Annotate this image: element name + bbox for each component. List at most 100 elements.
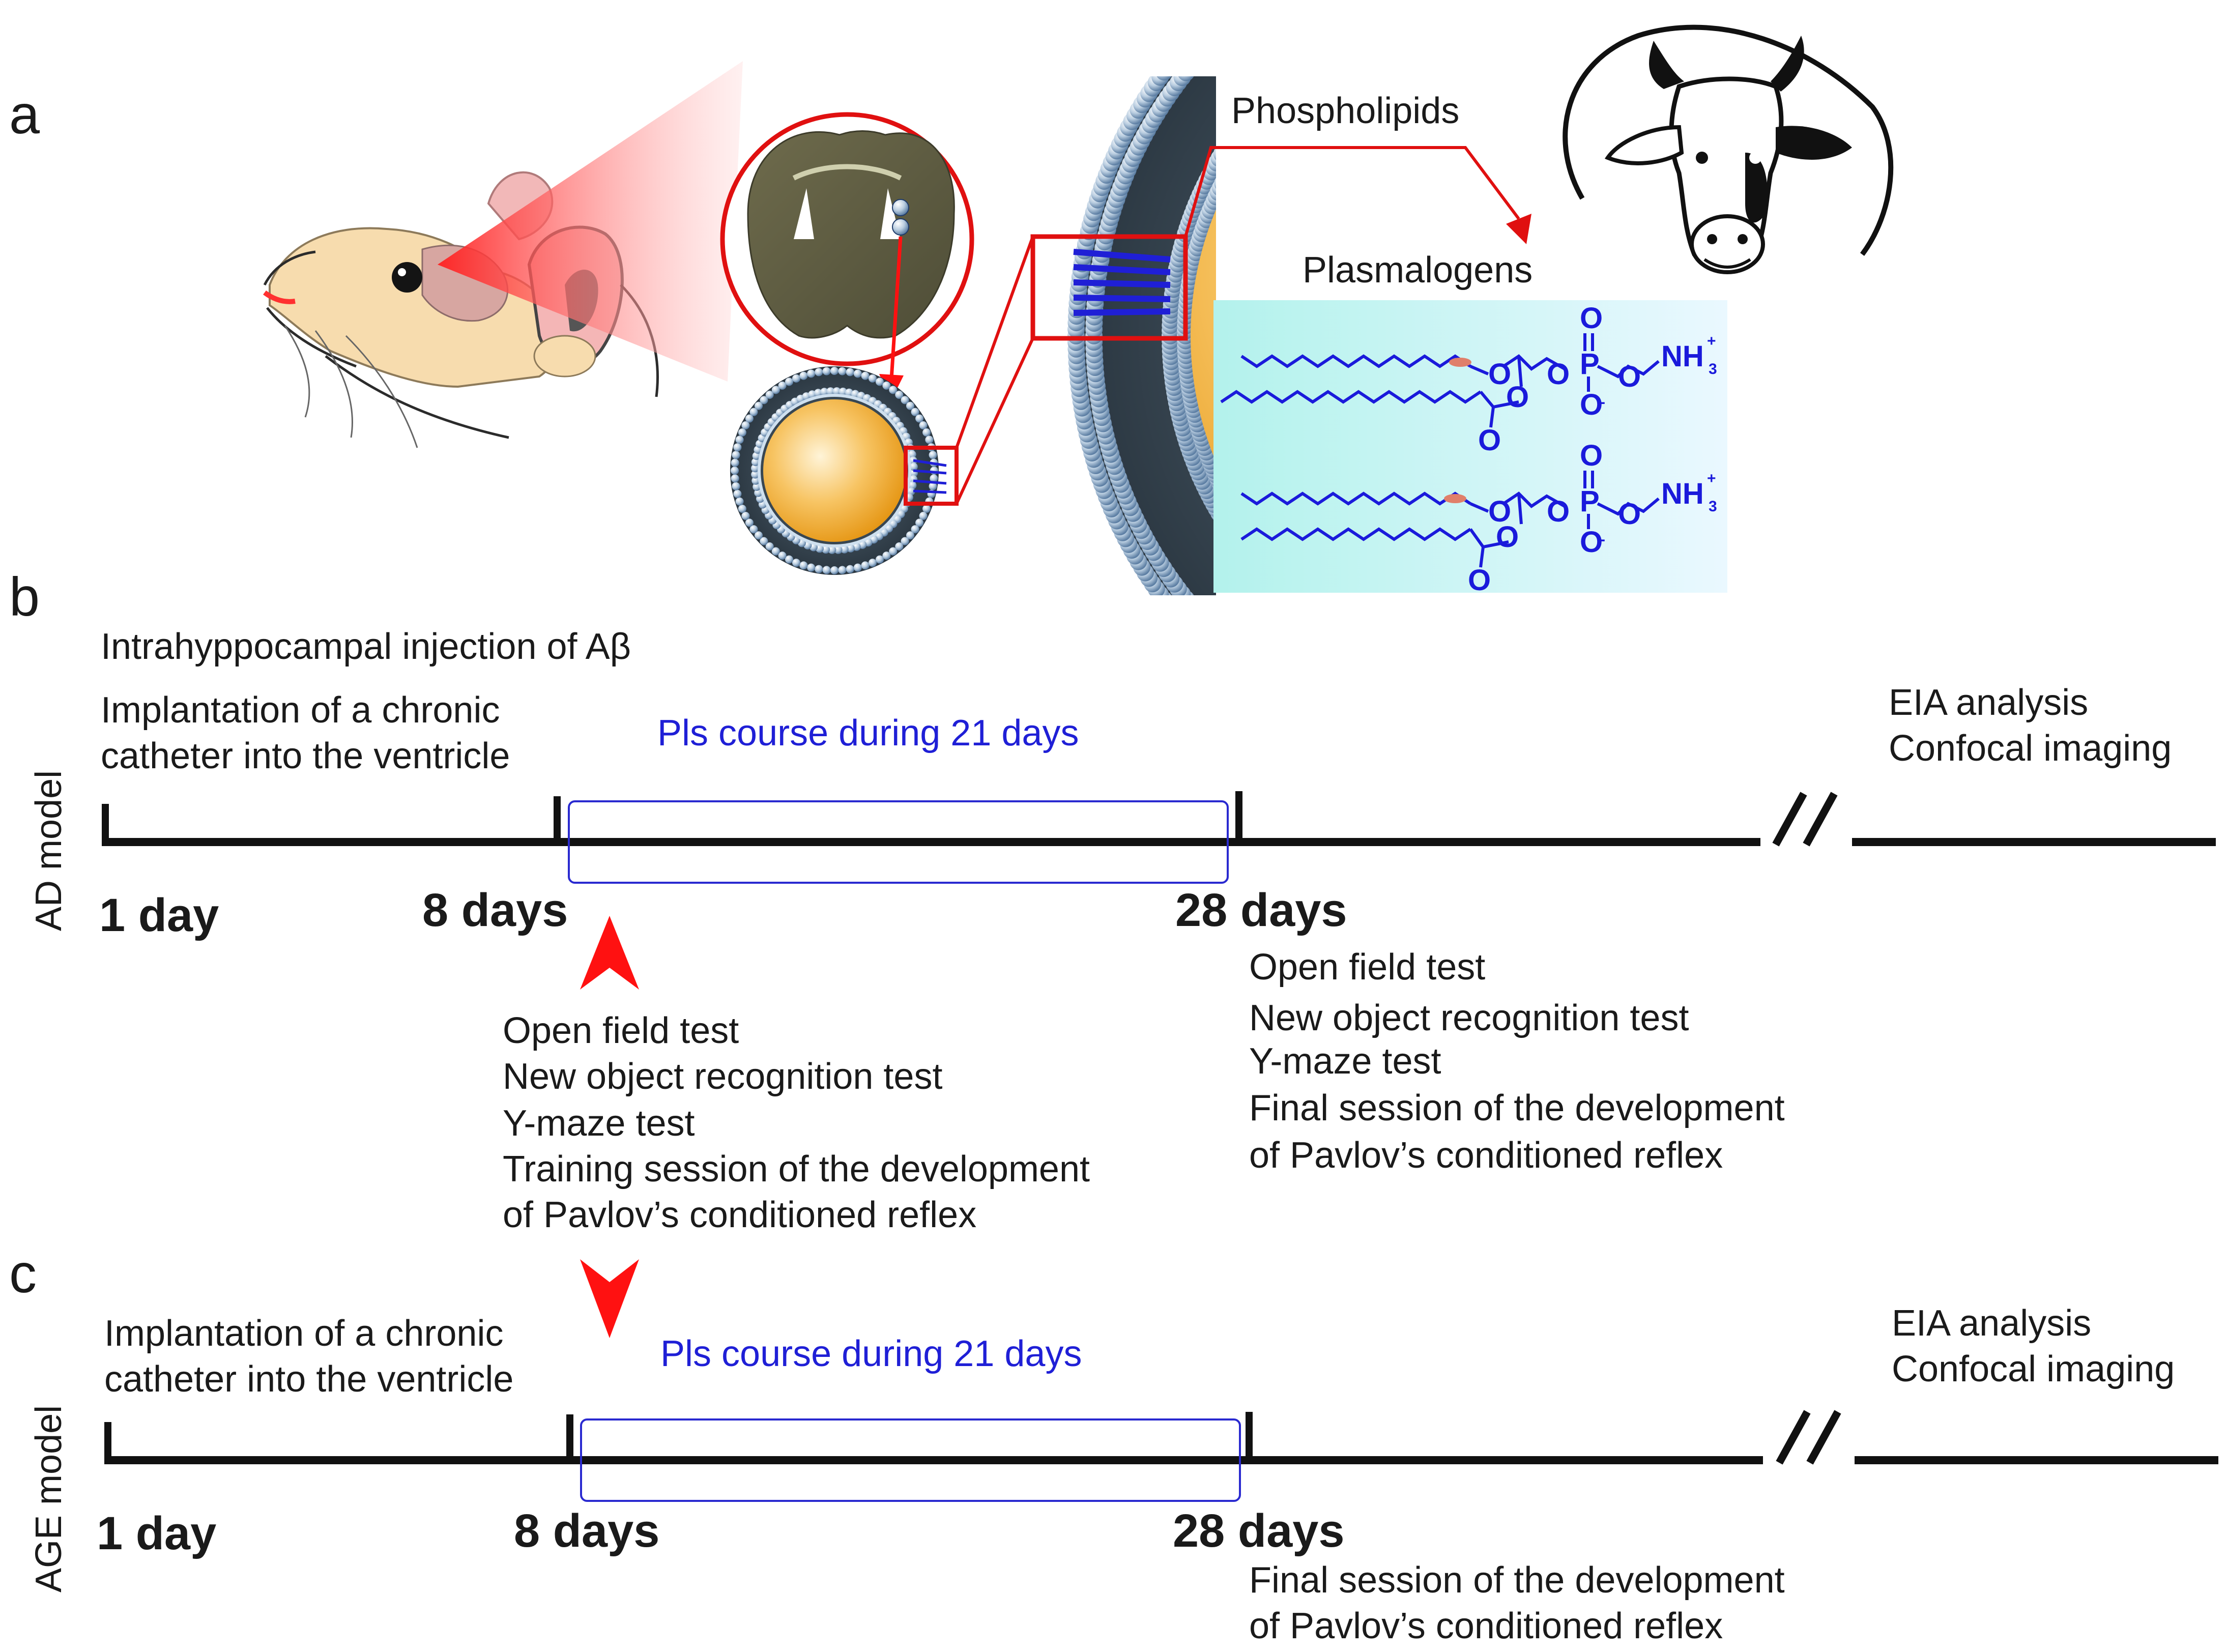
lipid-head-bead <box>1832 206 1849 223</box>
lipid-head-bead <box>1330 30 1347 47</box>
lipid-head-bead <box>1483 657 1500 674</box>
lipid-head-bead <box>1824 468 1841 485</box>
lipid-head-bead <box>1406 658 1423 675</box>
lipid-head-bead <box>1534 672 1551 689</box>
lipid-head-bead <box>1802 654 1819 672</box>
lipid-head-bead <box>1810 496 1827 513</box>
lipid-head-bead <box>1719 693 1736 710</box>
lipid-head-bead <box>1732 570 1750 587</box>
lipid-head-bead <box>1919 233 1936 250</box>
lipid-head-bead <box>1817 211 1835 228</box>
lipid-head-bead <box>1724 690 1742 707</box>
lipid-head-bead <box>1853 343 1870 360</box>
lipid-head-bead <box>731 467 739 475</box>
ad-day8-test-4: Training session of the development <box>503 1149 1090 1190</box>
lipid-head-bead <box>1775 521 1792 539</box>
arrow-phospholipids-to-plasmalogens <box>1184 146 1520 237</box>
lipid-head-bead <box>1803 475 1820 492</box>
lipid-head-bead <box>771 547 780 556</box>
lipid-head-bead <box>1886 553 1903 570</box>
lipid-head-bead <box>1156 76 1172 81</box>
lipid-head-bead <box>1571 745 1588 762</box>
lipid-head-bead <box>1838 322 1856 339</box>
lipid-head-bead <box>1282 705 1299 722</box>
cow-horn-right <box>1771 36 1804 92</box>
lipid-head-bead <box>1849 575 1866 593</box>
lipid-head-bead <box>1775 547 1792 564</box>
lipid-head-bead <box>1532 657 1549 674</box>
cow-eye-right <box>1749 152 1761 164</box>
lipid-head-bead <box>1948 334 1965 351</box>
lipid-head-bead <box>1160 58 1177 75</box>
lipid-head-bead <box>911 525 919 534</box>
amine-sup-2: + <box>1707 470 1716 487</box>
lipid-head-bead <box>1771 0 1788 14</box>
lipid-head-bead <box>1928 283 1945 300</box>
sn1-chain-2 <box>1240 491 1471 506</box>
lipid-head-bead <box>1190 49 1207 67</box>
cow-ear-right <box>1776 126 1852 160</box>
lipid-head-bead <box>906 401 914 410</box>
lipid-head-bead <box>1810 193 1827 210</box>
lipid-head-bead <box>1838 307 1855 325</box>
lipid-head-bead <box>1728 708 1745 726</box>
lipid-head-bead <box>1850 373 1868 391</box>
lipid-head-bead <box>820 388 829 396</box>
lipid-head-bead <box>1444 745 1462 762</box>
lipid-head-bead <box>1826 23 1843 40</box>
lipid-head-bead <box>1830 201 1847 218</box>
lipid-head-bead <box>1771 657 1788 675</box>
lipid-head-bead <box>1228 667 1246 684</box>
lipid-head-bead <box>1421 662 1438 679</box>
lipid-head-bead <box>1357 639 1375 656</box>
lipid-head-bead <box>1392 17 1409 35</box>
lipid-head-bead <box>1367 643 1384 660</box>
lipid-head-bead <box>1824 187 1841 204</box>
lipid-head-bead <box>1396 639 1413 656</box>
lipid-head-bead <box>919 421 928 429</box>
lipid-head-bead <box>1790 13 1807 31</box>
lipid-head-bead <box>1704 721 1722 738</box>
lipid-head-bead <box>1637 631 1655 649</box>
lipid-head-bead <box>1828 196 1845 213</box>
ad-intro-implant-2: catheter into the ventricle <box>101 736 510 776</box>
phosphate-bonds-2 <box>1583 471 1660 529</box>
lipid-head-bead <box>1853 306 1870 324</box>
lipid-head-bead <box>1698 57 1715 74</box>
atom-o-2b: O <box>1496 520 1519 554</box>
lipid-head-bead <box>1520 749 1538 767</box>
lipid-head-bead <box>1416 758 1433 775</box>
lipid-head-bead <box>1335 627 1352 644</box>
lipid-head-bead <box>1928 197 1946 215</box>
lipid-head-bead <box>1947 347 1964 364</box>
lipid-head-bead <box>1513 658 1530 675</box>
lipid-head-bead <box>1367 11 1384 28</box>
lipid-head-bead <box>1946 288 1963 305</box>
lipid-head-bead <box>1410 11 1428 28</box>
lipid-head-bead <box>1698 723 1716 741</box>
lipid-head-bead <box>1199 14 1216 31</box>
lipid-head-bead <box>1838 337 1856 355</box>
lipid-head-bead <box>1733 705 1751 722</box>
lipid-head-bead <box>1542 0 1559 16</box>
cow-circle-arc <box>1563 24 1894 256</box>
lipid-head-bead <box>807 563 816 572</box>
lipid-head-bead <box>1922 179 1939 196</box>
lipid-head-bead <box>1852 601 1869 619</box>
lipid-head-bead <box>1736 566 1753 584</box>
lipid-head-bead <box>1727 594 1745 612</box>
lipid-head-bead <box>1802 509 1819 527</box>
arrow-phospholipids-head <box>1506 214 1531 244</box>
lipid-head-bead <box>778 552 787 560</box>
lipid-head-bead <box>1605 0 1622 12</box>
lipid-head-bead <box>1832 449 1849 466</box>
lipid-head-bead <box>1426 741 1443 759</box>
lipid-head-bead <box>1583 743 1600 760</box>
lipid-head-bead <box>1237 137 1255 154</box>
ad-intro-implant-1: Implantation of a chronic <box>101 690 500 731</box>
age-end-confocal: Confocal imaging <box>1892 1349 2175 1389</box>
lipid-head-bead <box>830 367 838 375</box>
lipid-head-bead <box>1386 635 1404 652</box>
lipid-head-bead <box>1614 14 1632 32</box>
lipid-head-bead <box>1415 645 1432 662</box>
